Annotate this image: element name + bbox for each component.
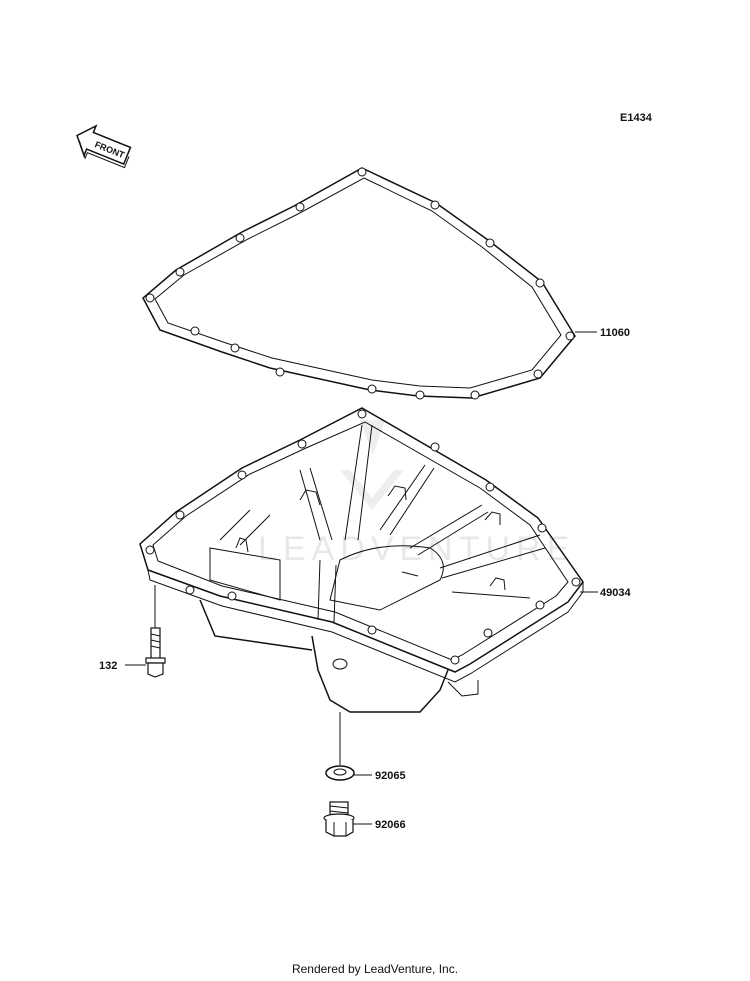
footer-credit: Rendered by LeadVenture, Inc. — [291, 962, 459, 976]
part-label-92065: 92065 — [375, 770, 406, 782]
part-label-11060: 11060 — [600, 327, 630, 339]
watermark-text: LEADVENTURE — [258, 530, 575, 568]
oil-pan-49034 — [139, 407, 584, 713]
drain-plug-92066 — [323, 801, 355, 837]
washer-92065 — [325, 765, 355, 781]
part-label-49034: 49034 — [600, 587, 631, 599]
gasket-11060 — [142, 167, 576, 400]
part-label-132: 132 — [99, 660, 117, 672]
watermark: LEADVENTURE — [258, 420, 575, 568]
bolt-132 — [145, 627, 166, 678]
front-arrow-icon: FRONT — [76, 124, 132, 169]
part-label-92066: 92066 — [375, 819, 406, 831]
diagram-code: E1434 — [620, 112, 653, 124]
